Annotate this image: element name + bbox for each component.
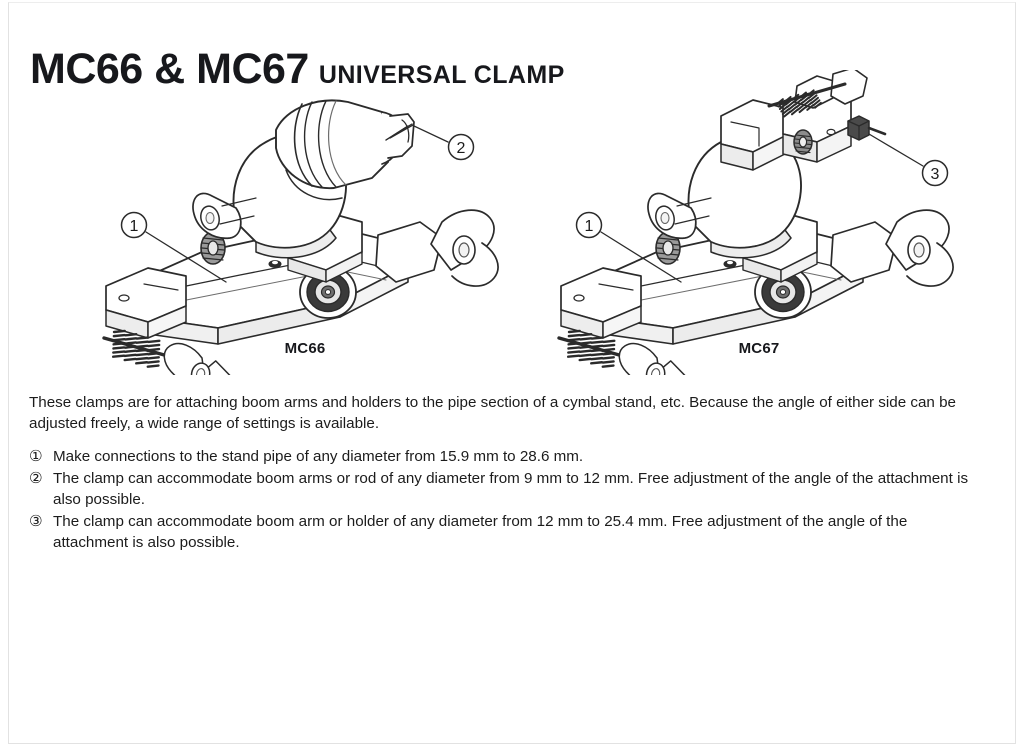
figure-caption-mc66: MC66 [284,340,326,357]
title-model: MC66 & MC67 [30,45,309,94]
note-marker-2: ② [29,470,43,487]
callout-1-mc67: 1 [575,211,682,283]
note-item-2: ② The clamp can accommodate boom arms or… [29,468,986,510]
note-item-3: ③ The clamp can accommodate boom arm or … [29,511,986,553]
note-text-3: The clamp can accommodate boom arm or ho… [53,513,908,551]
note-marker-3: ③ [29,513,43,530]
clamp-illustration-mc66: 1 2 [102,99,499,375]
note-marker-1: ① [29,448,43,465]
note-item-1: ① Make connections to the stand pipe of … [29,446,986,467]
figure-caption-mc67: MC67 [738,340,780,357]
callout-1-mc66: 1 [120,211,227,283]
clamp-illustration-mc67: 1 3 [557,70,954,375]
intro-paragraph: These clamps are for attaching boom arms… [29,394,956,432]
callout-2-mc66: 2 [385,123,475,161]
callout-1-mc66-number: 1 [130,218,139,235]
note-text-1: Make connections to the stand pipe of an… [53,448,584,465]
callout-1-mc67-number: 1 [585,218,594,235]
callout-3-mc67: 3 [868,133,949,187]
figure-mc67: 1 3 [545,70,975,375]
callout-2-mc66-number: 2 [457,140,466,157]
title-subtitle: UNIVERSAL CLAMP [318,61,565,90]
note-text-2: The clamp can accommodate boom arms or r… [53,470,969,508]
figure-mc66: 1 2 [90,70,520,375]
page-title: MC66 & MC67 UNIVERSAL CLAMP [30,48,565,91]
callout-3-mc67-number: 3 [931,166,940,183]
description-section: These clamps are for attaching boom arms… [29,392,986,554]
figure-group: 1 2 [0,70,1024,375]
